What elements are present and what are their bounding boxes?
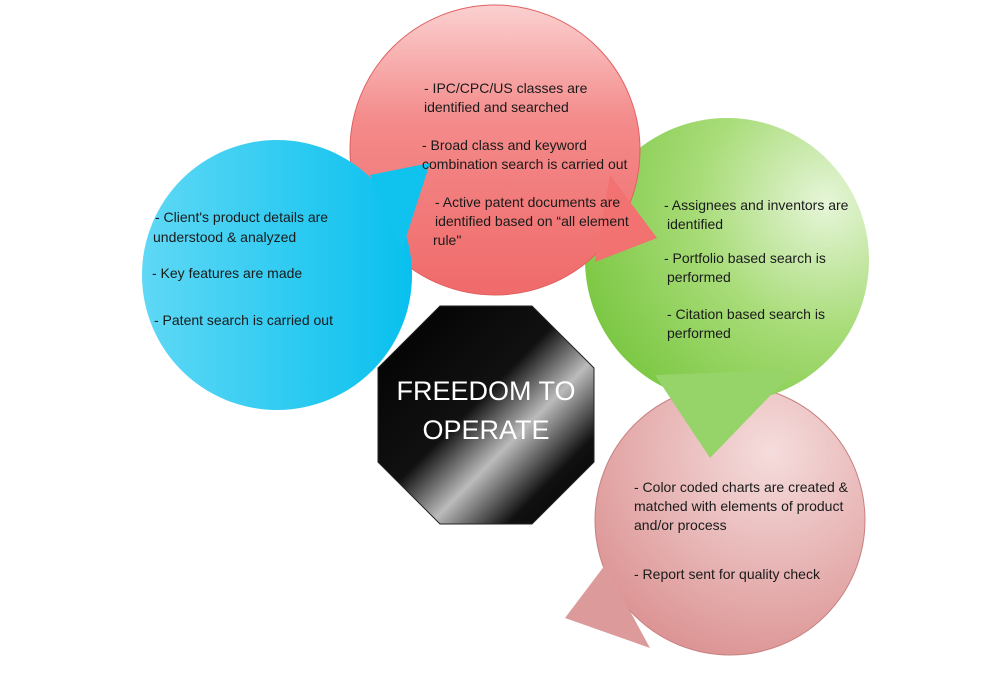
center-title-line: FREEDOM TO: [396, 376, 575, 406]
center-title-line: OPERATE: [422, 415, 549, 445]
green-bubble-text: - Assignees and inventors are identified…: [664, 197, 849, 341]
green-bubble-line: - Assignees and inventors are: [664, 197, 849, 213]
red-bubble-line: - Active patent documents are: [435, 194, 620, 210]
blue-bubble: [142, 140, 430, 410]
green-bubble-line: - Portfolio based search is: [664, 250, 826, 266]
freedom-to-operate-octagon: FREEDOM TO OPERATE: [377, 305, 595, 525]
blue-bubble-line: - Patent search is carried out: [154, 312, 333, 328]
red-bubble-line: rule": [433, 232, 461, 248]
blue-bubble-line: - Key features are made: [152, 265, 302, 281]
pink-bubble-line: matched with elements of product: [634, 498, 843, 514]
red-bubble-line: identified and searched: [424, 99, 569, 115]
pink-bubble-line: - Color coded charts are created &: [634, 479, 849, 495]
blue-bubble-text: - Client's product details are understoo…: [152, 209, 333, 328]
red-bubble-text: - IPC/CPC/US classes are identified and …: [422, 80, 629, 248]
red-bubble-line: identified based on “all element: [435, 213, 629, 229]
green-bubble-line: performed: [667, 325, 731, 341]
blue-bubble-line: understood & analyzed: [153, 229, 296, 245]
pink-bubble-line: - Report sent for quality check: [634, 566, 821, 582]
red-bubble-line: - IPC/CPC/US classes are: [424, 80, 588, 96]
green-bubble-line: - Citation based search is: [667, 306, 825, 322]
green-bubble: [585, 118, 869, 458]
pink-bubble-line: and/or process: [634, 517, 727, 533]
green-bubble-line: performed: [667, 269, 731, 285]
red-bubble-line: combination search is carried out: [422, 156, 628, 172]
green-bubble-line: identified: [667, 216, 723, 232]
red-bubble: [349, 4, 657, 296]
pink-bubble-text: - Color coded charts are created & match…: [634, 479, 849, 582]
blue-bubble-line: - Client's product details are: [155, 209, 328, 225]
red-bubble-line: - Broad class and keyword: [422, 137, 587, 153]
